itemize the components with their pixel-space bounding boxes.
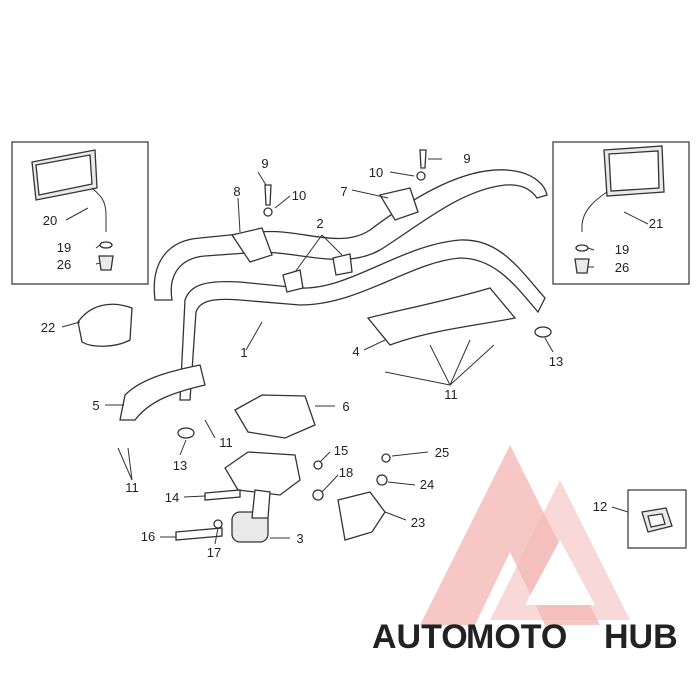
washer-17 bbox=[213, 519, 223, 529]
left-mirror-inset bbox=[11, 141, 149, 285]
callout-6: 6 bbox=[342, 399, 349, 414]
bracket-8 bbox=[230, 227, 273, 263]
bracket-4 bbox=[366, 287, 517, 346]
bolt-14 bbox=[204, 489, 241, 501]
bracket-7 bbox=[378, 187, 419, 221]
cover-6 bbox=[234, 394, 316, 439]
callout-4: 4 bbox=[352, 344, 359, 359]
plate-22 bbox=[77, 303, 133, 347]
callout-13b: 13 bbox=[549, 354, 563, 369]
callout-13a: 13 bbox=[173, 458, 187, 473]
callout-11a: 11 bbox=[219, 435, 233, 450]
clamp-2b bbox=[332, 253, 353, 276]
callout-1: 1 bbox=[240, 345, 247, 360]
oring-13b bbox=[534, 326, 552, 338]
bracket-23 bbox=[337, 491, 386, 541]
left-nut bbox=[98, 255, 114, 271]
callout-9b: 9 bbox=[463, 151, 470, 166]
callout-labels: 1 2 3 4 5 6 7 8 9 9 10 10 11 11 11 12 13… bbox=[41, 151, 663, 560]
callout-17: 17 bbox=[207, 545, 221, 560]
bolt-25 bbox=[381, 453, 391, 463]
left-mirror bbox=[31, 149, 107, 232]
bolt-16 bbox=[175, 527, 223, 541]
callout-25: 25 bbox=[435, 445, 449, 460]
callout-16: 16 bbox=[141, 529, 155, 544]
watermark-hub: HUB bbox=[604, 618, 678, 656]
left-washer bbox=[99, 241, 113, 249]
clamp-2a bbox=[282, 269, 304, 293]
clip-inset bbox=[627, 489, 687, 549]
callout-21: 21 bbox=[649, 216, 663, 231]
callout-7: 7 bbox=[340, 184, 347, 199]
callout-3: 3 bbox=[296, 531, 303, 546]
right-nut bbox=[574, 258, 590, 274]
callout-5: 5 bbox=[92, 398, 99, 413]
callout-14: 14 bbox=[165, 490, 179, 505]
watermark-text: AUTO MOTO HUB bbox=[372, 618, 678, 656]
callout-9a: 9 bbox=[261, 156, 268, 171]
watermark-moto: MOTO bbox=[466, 618, 567, 656]
upper-rail bbox=[153, 169, 548, 301]
callout-11c: 11 bbox=[444, 387, 458, 402]
watermark-logo bbox=[420, 445, 630, 625]
screw-9a bbox=[264, 184, 272, 206]
callout-18: 18 bbox=[339, 465, 353, 480]
callout-10b: 10 bbox=[369, 165, 383, 180]
callout-23: 23 bbox=[411, 515, 425, 530]
callout-15: 15 bbox=[334, 443, 348, 458]
callout-24: 24 bbox=[420, 477, 434, 492]
callout-20: 20 bbox=[43, 213, 57, 228]
nut-18 bbox=[312, 489, 324, 501]
watermark-auto: AUTO bbox=[372, 618, 468, 656]
callout-8: 8 bbox=[233, 184, 240, 199]
callout-2: 2 bbox=[316, 216, 323, 231]
mount-3 bbox=[224, 451, 301, 543]
right-washer bbox=[575, 244, 589, 252]
nut-15 bbox=[313, 460, 323, 470]
screw-9b bbox=[419, 149, 427, 169]
callout-26a: 26 bbox=[57, 257, 71, 272]
callout-11b: 11 bbox=[125, 480, 139, 495]
callout-19b: 19 bbox=[615, 242, 629, 257]
spacer-24 bbox=[376, 474, 388, 486]
callout-22: 22 bbox=[41, 320, 55, 335]
right-mirror bbox=[581, 145, 665, 232]
callout-12: 12 bbox=[593, 499, 607, 514]
right-mirror-inset bbox=[552, 141, 690, 285]
callout-19a: 19 bbox=[57, 240, 71, 255]
leader-lines bbox=[61, 158, 649, 545]
bracket-5 bbox=[119, 364, 206, 421]
washer-10a bbox=[263, 207, 273, 217]
frame-tube bbox=[179, 239, 546, 401]
callout-26b: 26 bbox=[615, 260, 629, 275]
callout-10a: 10 bbox=[292, 188, 306, 203]
oring-13a bbox=[177, 427, 195, 439]
washer-10b bbox=[416, 171, 426, 181]
